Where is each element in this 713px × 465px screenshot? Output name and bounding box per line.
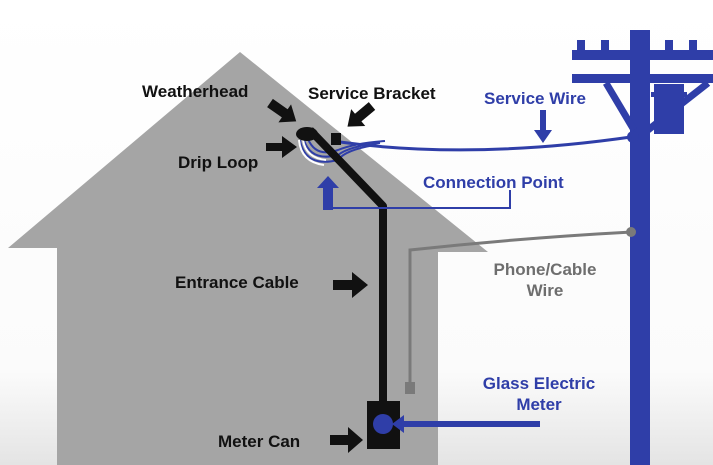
drip-loop-arrow-icon: [266, 136, 297, 158]
label-meter-can: Meter Can: [218, 432, 300, 451]
pole-transformer: [654, 84, 684, 134]
service-bracket: [331, 133, 341, 145]
phone-cable-box: [405, 382, 415, 394]
service-bracket-arrow-icon: [347, 102, 376, 127]
pole-attachment: [627, 131, 639, 143]
house-silhouette: [8, 52, 488, 465]
label-glass-meter-line2: Meter: [516, 395, 562, 414]
entrance-cable-arrow-icon: [333, 272, 368, 298]
label-glass-meter-line1: Glass Electric: [483, 374, 595, 393]
glass-meter: [373, 414, 393, 434]
drip-loop-strands: [298, 139, 327, 166]
label-entrance-cable: Entrance Cable: [175, 273, 299, 292]
label-service-wire: Service Wire: [484, 89, 586, 108]
utility-pole: [572, 30, 713, 465]
service-wire-arrow: [534, 110, 552, 143]
label-connection-point: Connection Point: [423, 173, 564, 192]
label-phone-cable-line1: Phone/Cable: [494, 260, 597, 279]
label-weatherhead: Weatherhead: [142, 82, 248, 101]
connection-point-arrow: [317, 176, 339, 210]
connection-point-line: [328, 190, 511, 209]
weatherhead-arrow-icon: [267, 98, 297, 123]
weatherhead: [296, 127, 318, 141]
meter-can-arrow-icon: [330, 427, 363, 453]
glass-meter-arrow: [392, 415, 540, 433]
entrance-cable: [307, 127, 387, 404]
phone-cable-wire: [408, 230, 633, 385]
black-arrows: [266, 98, 376, 453]
label-service-bracket: Service Bracket: [308, 84, 436, 103]
label-drip-loop: Drip Loop: [178, 153, 258, 172]
label-phone-cable-line2: Wire: [527, 281, 564, 300]
